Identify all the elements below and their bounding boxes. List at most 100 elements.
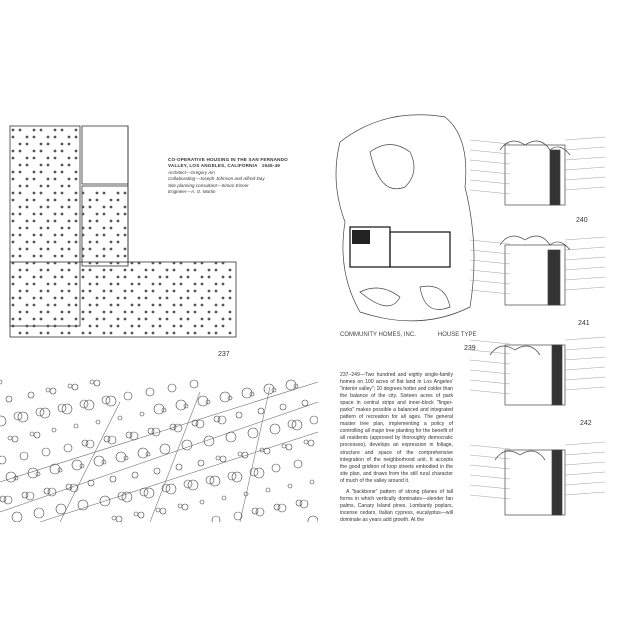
tree-dot bbox=[32, 254, 36, 258]
tree-dot bbox=[95, 275, 99, 279]
tree-dot bbox=[116, 191, 120, 195]
tree-dot bbox=[186, 296, 190, 300]
tree-dot bbox=[123, 268, 127, 272]
tree-dot bbox=[46, 205, 50, 209]
aerial-tree bbox=[169, 423, 177, 431]
leader-line bbox=[470, 269, 511, 275]
tree-dot bbox=[165, 289, 169, 293]
aerial-tree bbox=[27, 467, 39, 479]
tree-dot bbox=[144, 268, 148, 272]
tree-dot bbox=[25, 226, 29, 230]
tree-dot bbox=[95, 324, 99, 328]
tree-dot bbox=[25, 261, 29, 265]
tree-dot bbox=[116, 282, 120, 286]
tree-dot bbox=[53, 317, 57, 321]
aerial-tree bbox=[67, 383, 73, 389]
tree-dot bbox=[18, 331, 22, 335]
tree-dot bbox=[74, 254, 78, 258]
leader-line bbox=[470, 179, 511, 185]
tree-dot bbox=[130, 310, 134, 314]
tree-dot bbox=[25, 184, 29, 188]
tree-dot bbox=[172, 331, 176, 335]
aerial-tree bbox=[213, 415, 221, 423]
tree-dot bbox=[39, 233, 43, 237]
tree-dot bbox=[67, 177, 71, 181]
figure-number-241: 241 bbox=[578, 320, 590, 327]
tree-dot bbox=[130, 331, 134, 335]
tree-dot bbox=[18, 205, 22, 209]
tree-dot bbox=[95, 282, 99, 286]
leader-line bbox=[470, 464, 511, 470]
tree-dot bbox=[11, 324, 15, 328]
aerial-tree bbox=[99, 495, 111, 507]
aerial-tree bbox=[55, 503, 67, 515]
tree-dot bbox=[123, 275, 127, 279]
tree-dot bbox=[32, 233, 36, 237]
tree-dot bbox=[67, 156, 71, 160]
credit-engineer: Engineer—A. O. Martin bbox=[168, 189, 216, 195]
caption-title-2: VALLEY, LOS ANGELES, CALIFORNIA bbox=[168, 163, 258, 169]
tree-dot bbox=[46, 289, 50, 293]
tree-dot bbox=[95, 254, 99, 258]
tree-dot bbox=[116, 198, 120, 202]
tree-dot bbox=[88, 331, 92, 335]
tree-dot bbox=[130, 268, 134, 272]
aerial-tree bbox=[309, 415, 318, 425]
tree-dot bbox=[137, 303, 141, 307]
tree-dot bbox=[109, 289, 113, 293]
tree-dot bbox=[60, 191, 64, 195]
aerial-tree bbox=[19, 451, 29, 461]
tree-dot bbox=[53, 212, 57, 216]
tree-dot bbox=[102, 310, 106, 314]
plan-caption-title: COMMUNITY HOMES, INC. bbox=[340, 332, 416, 338]
tree-dot bbox=[60, 289, 64, 293]
aerial-tree bbox=[177, 503, 183, 509]
tree-dot bbox=[179, 296, 183, 300]
tree-dot bbox=[130, 303, 134, 307]
tree-dot bbox=[39, 254, 43, 258]
leader-line bbox=[564, 286, 606, 291]
tree-dot bbox=[123, 247, 127, 251]
tree-dot bbox=[18, 268, 22, 272]
aerial-tree bbox=[291, 419, 303, 431]
credit-site-planning: Site planning consultant—Simon Eisner bbox=[168, 182, 249, 188]
aerial-tree bbox=[301, 399, 309, 407]
tree-dot bbox=[74, 212, 78, 216]
tree-dot bbox=[221, 303, 225, 307]
tree-dot bbox=[67, 289, 71, 293]
tree-dot bbox=[228, 296, 232, 300]
leader-line bbox=[470, 259, 511, 265]
tree-dot bbox=[88, 205, 92, 209]
tree-dot bbox=[200, 303, 204, 307]
tree-dot bbox=[88, 310, 92, 314]
tree-dot bbox=[158, 324, 162, 328]
tree-dot bbox=[193, 289, 197, 293]
tree-dot bbox=[11, 240, 15, 244]
tree-dot bbox=[172, 289, 176, 293]
tree-dot bbox=[60, 275, 64, 279]
tree-dot bbox=[32, 149, 36, 153]
tree-dot bbox=[11, 149, 15, 153]
tree-dot bbox=[109, 247, 113, 251]
tree-dot bbox=[67, 184, 71, 188]
tree-dot bbox=[109, 219, 113, 223]
tree-dot bbox=[53, 324, 57, 328]
tree-dot bbox=[116, 240, 120, 244]
aerial-tree bbox=[3, 495, 13, 505]
tree-dot bbox=[74, 303, 78, 307]
leader-line bbox=[564, 491, 606, 496]
tree-dot bbox=[214, 331, 218, 335]
aerial-tree bbox=[73, 423, 79, 429]
tree-dot bbox=[123, 331, 127, 335]
tree-dot bbox=[53, 198, 57, 202]
tree-dot bbox=[172, 324, 176, 328]
tree-dot bbox=[109, 226, 113, 230]
tree-dot bbox=[179, 324, 183, 328]
aerial-tree bbox=[165, 483, 177, 495]
body-text: 237–249—Two hundred and eighty single-fa… bbox=[340, 372, 453, 524]
tree-dot bbox=[74, 198, 78, 202]
tree-dot bbox=[81, 268, 85, 272]
aerial-tree bbox=[183, 479, 193, 489]
tree-dot bbox=[60, 296, 64, 300]
leader-line bbox=[470, 379, 511, 385]
